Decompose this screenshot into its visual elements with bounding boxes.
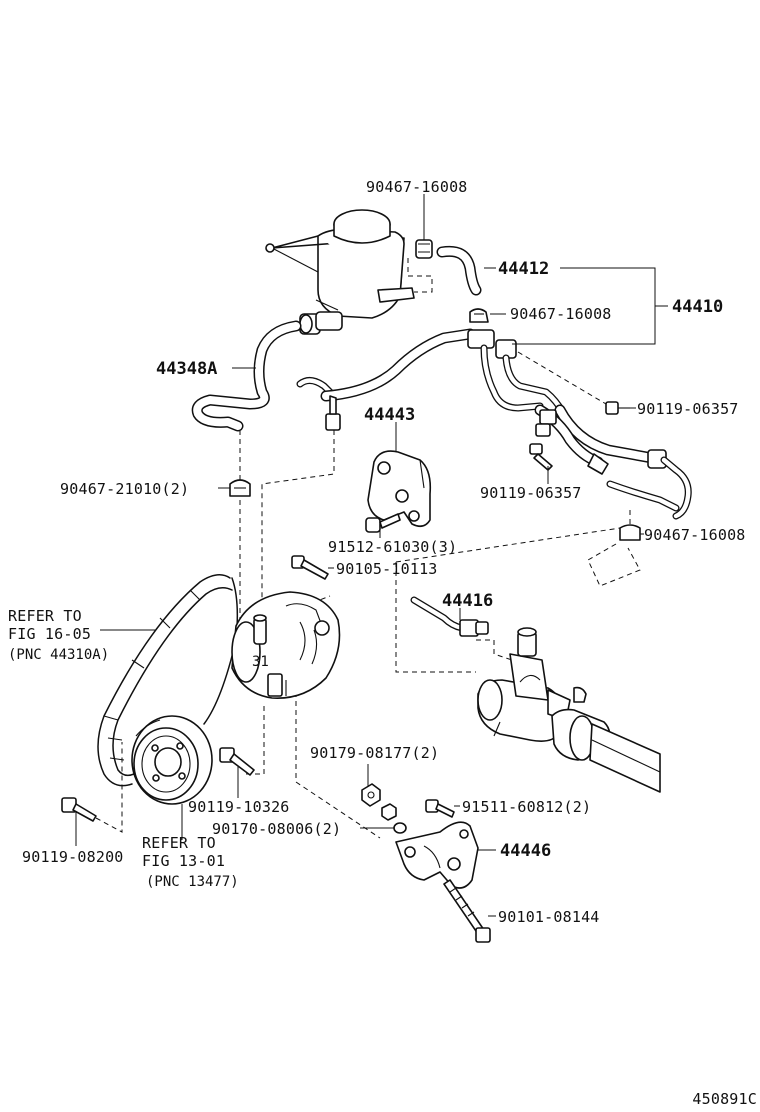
steering-gear xyxy=(477,627,661,793)
clamp-top xyxy=(415,239,433,259)
pipe-assembly-right xyxy=(467,329,692,520)
pressure-tube xyxy=(410,596,489,637)
return-hose xyxy=(436,245,482,296)
bolt-long xyxy=(443,879,491,943)
leader-lines xyxy=(75,194,668,917)
label-bolt-long: 90101-08144 xyxy=(498,908,600,926)
bracket-upper xyxy=(367,450,432,528)
clamp-lower-left xyxy=(229,479,251,497)
ref-pulley-pnc: (PNC 13477) xyxy=(146,874,239,890)
power-steering-pump: 31 xyxy=(231,591,341,699)
label-bolt-center-right: 90119-06357 xyxy=(480,484,582,502)
bracket-lower xyxy=(395,821,479,889)
label-hose-assembly: 44410 xyxy=(672,297,723,317)
label-bolt-upper-right: 90119-06357 xyxy=(637,400,739,418)
washer-pump xyxy=(381,803,407,834)
bolt-pulley xyxy=(61,797,97,822)
suction-hose xyxy=(191,320,302,432)
label-washer-pump: 90170-08006(2) xyxy=(212,820,341,838)
pressure-hose-main xyxy=(296,328,476,431)
label-return-hose: 44412 xyxy=(498,259,549,279)
label-nut-pump: 90179-08177(2) xyxy=(310,744,439,762)
reservoir-tank xyxy=(265,209,415,319)
label-bracket-upper: 44443 xyxy=(364,405,415,425)
bolt-bracket-lower xyxy=(425,799,455,818)
bolt-pump xyxy=(219,747,255,776)
label-bolt-bracket: 91512-61030(3) xyxy=(328,538,457,556)
stud-bolt xyxy=(291,555,329,580)
label-pressure-tube: 44416 xyxy=(442,591,493,611)
label-clamp-top: 90467-16008 xyxy=(366,178,468,196)
label-bolt-bracket-lower: 91511-60812(2) xyxy=(462,798,591,816)
bolt-bracket xyxy=(365,513,401,533)
ref-pulley-fig: FIG 13-01 xyxy=(142,852,225,870)
ref-belt-pnc: (PNC 44310A) xyxy=(8,647,109,663)
ref-belt-refer: REFER TO xyxy=(8,607,82,625)
label-bolt-pulley: 90119-08200 xyxy=(22,848,124,866)
clamp-mid xyxy=(469,308,489,323)
label-bolt-pump: 90119-10326 xyxy=(188,798,290,816)
bolt-center-right xyxy=(529,443,553,471)
bolt-upper-right xyxy=(605,401,630,415)
ref-belt-fig: FIG 16-05 xyxy=(8,625,91,643)
label-suction-hose: 44348A xyxy=(156,359,217,379)
svg-text:31: 31 xyxy=(252,654,269,670)
label-clamp-right: 90467-16008 xyxy=(644,526,746,544)
figure-code: 450891C xyxy=(692,1090,757,1108)
label-clamp-lower-left: 90467-21010(2) xyxy=(60,480,189,498)
tank-outlet-fitting xyxy=(299,311,343,335)
label-stud-bolt: 90105-10113 xyxy=(336,560,438,578)
label-clamp-mid: 90467-16008 xyxy=(510,305,612,323)
nut-pump xyxy=(361,783,381,807)
part-labels: 90467-16008 44412 44410 90467-16008 4434… xyxy=(8,178,757,1108)
label-bracket-lower: 44446 xyxy=(500,841,551,861)
clamp-right xyxy=(619,524,641,541)
ref-pulley-refer: REFER TO xyxy=(142,834,216,852)
crank-pulley xyxy=(131,715,213,805)
